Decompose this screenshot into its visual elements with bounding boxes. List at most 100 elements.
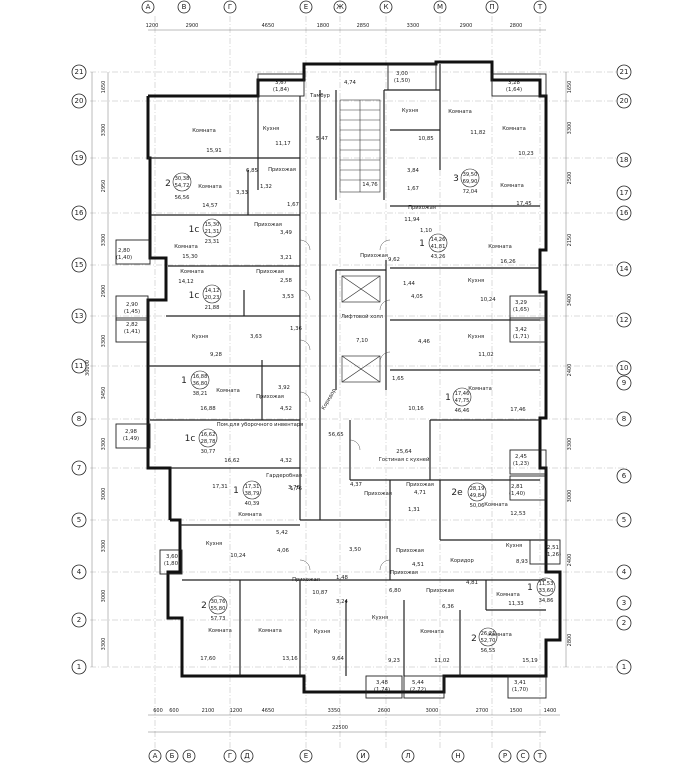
svg-text:2: 2 <box>622 619 626 627</box>
dim-left-12: 3300 <box>101 638 107 651</box>
svg-text:Г: Г <box>228 752 232 760</box>
small-area-25: 10,16 <box>408 406 424 412</box>
svg-text:15,30: 15,30 <box>205 222 220 228</box>
svg-text:Прихожая: Прихожая <box>256 269 284 275</box>
dim-bottom-7: 2600 <box>378 708 391 714</box>
svg-text:Комната: Комната <box>502 126 526 132</box>
axis-bubble-right-12: 12 <box>616 312 632 328</box>
small-area-16: 1,31 <box>408 507 420 513</box>
svg-text:15,91: 15,91 <box>206 148 221 154</box>
svg-text:46,46: 46,46 <box>455 408 470 414</box>
axis-bubble-bottom-g: Г <box>223 749 237 763</box>
svg-text:38,21: 38,21 <box>193 391 208 397</box>
small-area-5: 1,67 <box>407 186 419 192</box>
svg-text:1с: 1с <box>185 434 196 444</box>
svg-text:10,85: 10,85 <box>418 136 433 142</box>
svg-text:С: С <box>521 752 526 760</box>
svg-text:И: И <box>360 752 365 760</box>
svg-text:4,74: 4,74 <box>344 80 357 86</box>
small-area-21: 3,24 <box>336 599 349 605</box>
svg-text:Прихожая: Прихожая <box>360 253 388 259</box>
axis-bubble-left-2: 2 <box>71 612 87 628</box>
svg-text:6,85: 6,85 <box>246 168 258 174</box>
svg-text:2,58: 2,58 <box>280 278 293 284</box>
svg-text:10,24: 10,24 <box>480 297 496 303</box>
dim-top-2: 2900 <box>186 23 199 29</box>
svg-text:Т: Т <box>537 752 543 760</box>
svg-text:4,71: 4,71 <box>414 490 426 496</box>
axis-labels-bottom: А Б В Г Д Е И Л Н Р С Т <box>148 749 547 763</box>
svg-text:11,94: 11,94 <box>404 217 420 223</box>
svg-text:Т: Т <box>537 3 543 11</box>
svg-text:Прихожая: Прихожая <box>254 222 282 228</box>
dim-bottom-9: 2700 <box>476 708 489 714</box>
dim-left-8: 3300 <box>101 438 107 451</box>
dim-left-4: 3300 <box>101 234 107 247</box>
svg-text:3,49: 3,49 <box>280 230 293 236</box>
svg-text:Коридор: Коридор <box>450 558 474 564</box>
balcony-14: 2,51(1,26) <box>545 545 561 558</box>
svg-text:15,30: 15,30 <box>182 254 198 260</box>
svg-text:Прихожая: Прихожая <box>406 482 434 488</box>
svg-text:(1,41): (1,41) <box>124 329 140 335</box>
axis-bubble-top-p: П <box>485 0 499 14</box>
svg-text:8: 8 <box>77 415 81 423</box>
svg-text:(2,72): (2,72) <box>410 687 426 693</box>
small-area-6: 1,10 <box>420 228 433 234</box>
svg-text:Б: Б <box>170 752 175 760</box>
axis-bubble-right-8: 8 <box>616 411 632 427</box>
axis-bubble-top-v: В <box>177 0 191 14</box>
svg-text:49,84: 49,84 <box>470 493 486 499</box>
svg-text:Г: Г <box>228 3 232 11</box>
svg-text:10,23: 10,23 <box>518 151 533 157</box>
small-area-15: 1,76 <box>290 486 303 492</box>
balcony-5: 2,80(1,40) <box>116 248 132 261</box>
svg-text:3,42: 3,42 <box>515 327 527 333</box>
svg-text:4,51: 4,51 <box>412 562 424 568</box>
svg-text:14,12: 14,12 <box>178 279 193 285</box>
axis-bubble-bottom-t: Т <box>533 749 547 763</box>
svg-text:Пом.для уборочного инвентаря: Пом.для уборочного инвентаря <box>217 422 303 428</box>
svg-text:2,80: 2,80 <box>118 248 131 254</box>
small-area-23: 3,21 <box>280 255 292 261</box>
axis-bubble-top-e: Е <box>299 0 313 14</box>
svg-text:Кухня: Кухня <box>192 334 208 340</box>
svg-text:16: 16 <box>75 209 84 217</box>
axis-bubble-left-19: 19 <box>71 150 87 166</box>
svg-text:28,78: 28,78 <box>201 439 216 445</box>
svg-text:2: 2 <box>201 601 207 611</box>
axis-bubble-top-t: Т <box>533 0 547 14</box>
small-area-22: 14,76 <box>362 182 378 188</box>
svg-text:56,55: 56,55 <box>481 648 496 654</box>
svg-text:Е: Е <box>304 752 308 760</box>
svg-text:(1,40): (1,40) <box>509 491 525 497</box>
svg-text:6,80: 6,80 <box>389 588 402 594</box>
dim-left-5: 2900 <box>101 285 107 298</box>
dim-top-5: 2850 <box>357 23 370 29</box>
staircase <box>339 99 381 193</box>
svg-text:Комната: Комната <box>468 386 492 392</box>
svg-text:2,51: 2,51 <box>547 545 559 551</box>
balcony-10: 2,98(1,49) <box>123 429 139 442</box>
svg-text:4,52: 4,52 <box>280 406 292 412</box>
svg-text:Комната: Комната <box>420 629 444 635</box>
axis-bubble-bottom-b: Б <box>165 749 179 763</box>
svg-text:Комната: Комната <box>484 502 508 508</box>
